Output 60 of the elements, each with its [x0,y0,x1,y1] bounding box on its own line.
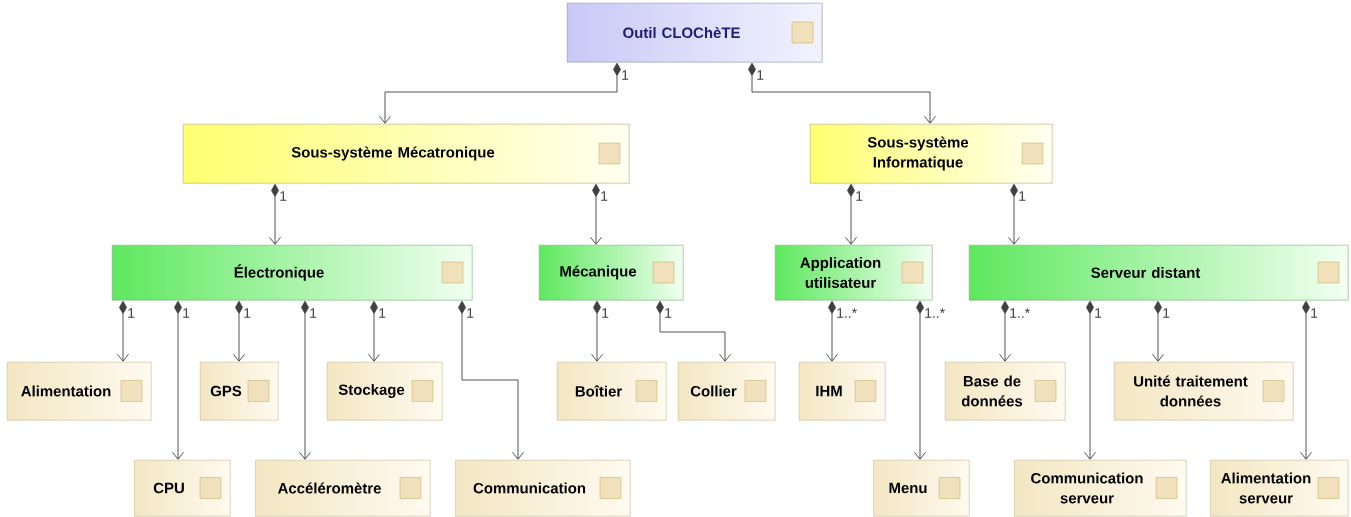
multiplicity-label: 1 [622,70,629,80]
multiplicity-label: 1 [183,308,190,318]
composition-arrow [117,300,129,362]
composition-arrow [1300,300,1312,460]
composition-arrow [458,300,524,460]
multiplicity-label: 1 [467,308,474,318]
multiplicity-label: 1 [1163,308,1170,318]
composition-arrow [269,183,281,245]
multiplicity-label: 1 [1311,308,1318,318]
composition-arrow [826,300,838,362]
block-box: IHM [799,362,886,421]
composition-arrow [233,300,245,362]
multiplicity-label: 1..* [1010,308,1030,318]
composition-arrow [1008,183,1020,245]
multiplicity-label: 1 [757,70,764,80]
block-box: Électronique [112,245,473,301]
multiplicity-label: 1 [280,191,287,201]
composition-arrow [379,62,621,124]
composition-arrow [999,300,1011,362]
block-box: Serveur distant [969,245,1349,301]
block-box: Sous-système Informatique [810,124,1053,184]
composition-arrow [1084,300,1096,460]
multiplicity-label: 1 [665,308,672,318]
composition-arrow [591,300,603,362]
multiplicity-label: 1..* [837,308,857,318]
block-box: Sous-système Mécatronique [183,124,630,184]
multiplicity-label: 1 [1095,308,1102,318]
composition-arrow [914,300,926,460]
block-box: Outil CLOChèTE [567,3,823,63]
multiplicity-label: 1..* [925,308,945,318]
composition-arrow [656,300,731,362]
block-box: Alimentation serveur [1210,460,1349,517]
multiplicity-label: 1 [379,308,386,318]
multiplicity-label: 1 [1019,191,1026,201]
block-box: Stockage [327,362,443,421]
multiplicity-label: 1 [128,308,135,318]
block-box: Boîtier [557,362,667,421]
block-box: Communication serveur [1014,460,1187,517]
multiplicity-label: 1 [601,191,608,201]
block-box: Menu [873,460,970,517]
block-box: Base de données [945,362,1066,421]
composition-arrow [368,300,380,362]
composition-arrow [299,300,311,460]
multiplicity-label: 1 [244,308,251,318]
composition-arrow [845,183,857,245]
multiplicity-label: 1 [602,308,609,318]
composition-arrow [172,300,184,460]
block-box: Unité traitement données [1114,362,1294,421]
block-box: Communication [455,460,631,517]
block-box: Mécanique [539,245,684,301]
block-box: Application utilisateur [775,245,933,301]
composition-arrow [1152,300,1164,362]
block-box: Alimentation [7,362,152,421]
block-box: CPU [134,460,231,517]
composition-arrow [748,62,936,124]
block-box: Collier [678,362,776,421]
multiplicity-label: 1 [310,308,317,318]
composition-arrow [590,183,602,245]
block-box: Accéléromètre [255,460,431,517]
multiplicity-label: 1 [856,191,863,201]
